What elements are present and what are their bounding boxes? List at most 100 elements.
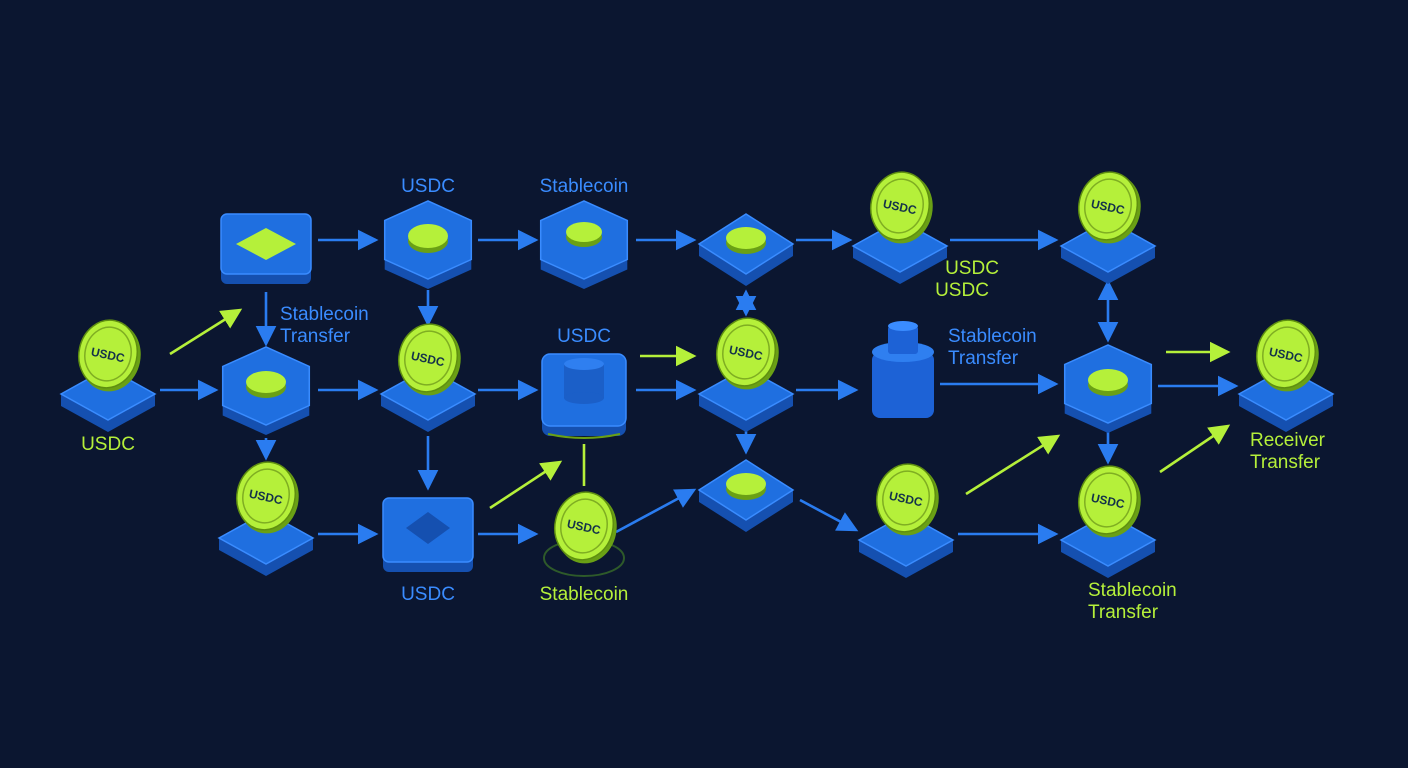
node-hex-top-1 bbox=[383, 200, 473, 289]
usdc-coin-icon: USDC bbox=[1256, 319, 1319, 392]
coin-label: USDC bbox=[1090, 197, 1126, 218]
usdc-coin-icon: USDC bbox=[398, 323, 461, 396]
platform-side bbox=[853, 246, 947, 284]
usdc-coin-icon: USDC bbox=[716, 317, 779, 390]
coin-inner-ring bbox=[560, 498, 608, 554]
label-stablecoin-transfer-left-line2: Transfer bbox=[280, 326, 351, 347]
platform-side bbox=[1064, 364, 1152, 433]
usdc-coin-icon: USDC bbox=[554, 491, 617, 564]
label-stablecoin-transfer-left-line1: Stablecoin bbox=[280, 304, 369, 325]
node-coin-start: USDC bbox=[59, 319, 157, 432]
coin-inner-ring bbox=[722, 324, 770, 380]
arrow-green bbox=[965, 434, 1061, 496]
coin-face bbox=[716, 317, 776, 387]
platform-side bbox=[384, 220, 472, 289]
platform-side bbox=[699, 244, 793, 286]
cylinder-top bbox=[564, 358, 604, 370]
usdc-coin-icon: USDC bbox=[870, 171, 933, 244]
coin-inner-ring bbox=[404, 330, 452, 386]
coin-label: USDC bbox=[1268, 345, 1304, 366]
arrows-blue bbox=[160, 229, 1239, 545]
node-coin-bottom-3: USDC bbox=[543, 491, 625, 577]
node-coin-receiver: USDC bbox=[1237, 319, 1335, 432]
node-bottom-4 bbox=[697, 459, 795, 532]
usdc-coin-icon: USDC bbox=[1078, 171, 1141, 244]
usdc-coin-icon: USDC bbox=[876, 463, 939, 536]
label-receiver-transfer-line2: Transfer bbox=[1250, 452, 1321, 473]
disc-icon bbox=[726, 227, 766, 249]
label-stablecoin-transfer-bottom-line2: Transfer bbox=[1088, 602, 1159, 623]
node-hex-top-2 bbox=[539, 200, 629, 289]
usdc-coin-icon: USDC bbox=[236, 461, 299, 534]
coin-face bbox=[78, 319, 138, 389]
disc-icon bbox=[246, 371, 286, 393]
disc-icon bbox=[726, 473, 766, 495]
labels: USDC Stablecoin Stablecoin Transfer USDC… bbox=[81, 176, 1326, 623]
label-usdc-pair-line1: USDC bbox=[945, 258, 999, 279]
coin-label: USDC bbox=[90, 345, 126, 366]
node-coin-top-5: USDC bbox=[1059, 171, 1157, 284]
platform-side bbox=[699, 394, 793, 432]
platform-side bbox=[219, 538, 313, 576]
cylinder-cap bbox=[888, 326, 918, 354]
coin-face bbox=[554, 491, 614, 561]
coin-label: USDC bbox=[888, 489, 924, 510]
coin-inner-ring bbox=[242, 468, 290, 524]
platform-side bbox=[540, 220, 628, 289]
node-hex-mid-5 bbox=[1063, 344, 1153, 433]
label-usdc-middle: USDC bbox=[557, 326, 611, 347]
disc-icon bbox=[566, 222, 602, 242]
node-coin-bottom-5: USDC bbox=[857, 463, 955, 578]
arrow-blue bbox=[615, 488, 697, 534]
coin-label: USDC bbox=[1090, 491, 1126, 512]
coin-inner-ring bbox=[882, 470, 930, 526]
node-coin-mid-3: USDC bbox=[697, 317, 795, 432]
label-stablecoin-top: Stablecoin bbox=[540, 176, 629, 197]
label-usdc-bottom: USDC bbox=[401, 584, 455, 605]
label-usdc-top: USDC bbox=[401, 176, 455, 197]
coin-face bbox=[870, 171, 930, 241]
node-hex-mid-1 bbox=[221, 346, 311, 435]
platform-side bbox=[699, 490, 793, 532]
arrows-green bbox=[169, 308, 1231, 510]
cylinder-body bbox=[872, 352, 934, 418]
node-coin-top-4: USDC bbox=[851, 171, 949, 284]
coin-inner-ring bbox=[1084, 472, 1132, 528]
coin-face bbox=[1078, 171, 1138, 241]
node-box-bottom-2 bbox=[382, 497, 474, 572]
node-coin-bottom-1: USDC bbox=[217, 461, 315, 576]
coin-label: USDC bbox=[882, 197, 918, 218]
arrow-green bbox=[169, 308, 243, 356]
label-stablecoin-bottom: Stablecoin bbox=[540, 584, 629, 605]
coin-inner-ring bbox=[84, 326, 132, 382]
coin-inner-ring bbox=[1084, 178, 1132, 234]
usdc-coin-icon: USDC bbox=[78, 319, 141, 392]
coin-face bbox=[236, 461, 296, 531]
arrow-green bbox=[489, 460, 563, 510]
disc-icon bbox=[408, 224, 448, 248]
label-usdc-left: USDC bbox=[81, 434, 135, 455]
platform-side bbox=[1061, 540, 1155, 578]
platform-side bbox=[61, 394, 155, 432]
cylinder-cap-top bbox=[888, 321, 918, 331]
node-cylinder-tall bbox=[872, 321, 934, 418]
coin-inner-ring bbox=[876, 178, 924, 234]
usdc-coin-icon: USDC bbox=[1078, 465, 1141, 538]
box-recess bbox=[406, 512, 450, 544]
disc-icon bbox=[1088, 369, 1128, 391]
label-stablecoin-transfer-right-line2: Transfer bbox=[948, 348, 1019, 369]
cylinder-base bbox=[564, 392, 604, 404]
label-usdc-pair-line2: USDC bbox=[935, 280, 989, 301]
coin-label: USDC bbox=[248, 487, 284, 508]
platform-side bbox=[1061, 246, 1155, 284]
node-coin-bottom-6: USDC bbox=[1059, 465, 1157, 578]
node-coin-mid-2: USDC bbox=[379, 323, 477, 432]
coin-face bbox=[876, 463, 936, 533]
arrow-blue bbox=[799, 498, 859, 532]
coin-face bbox=[398, 323, 458, 393]
label-stablecoin-transfer-right-line1: Stablecoin bbox=[948, 326, 1037, 347]
platform-side bbox=[859, 540, 953, 578]
node-shadow-ring bbox=[547, 433, 621, 439]
